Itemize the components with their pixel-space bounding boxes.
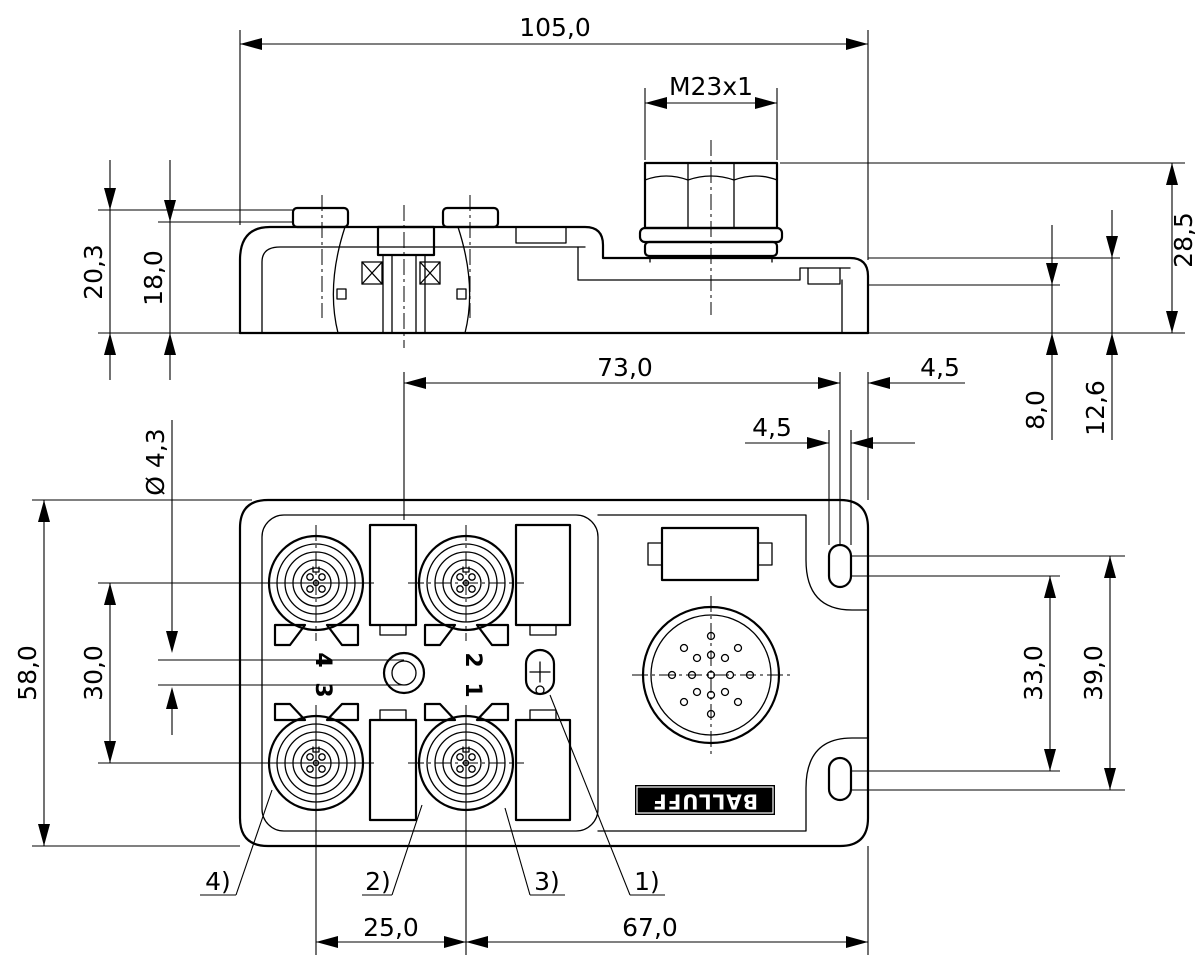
dim-thread: M23x1 <box>669 72 753 101</box>
dim-hole-diameter: Ø 4,3 <box>141 428 170 495</box>
callout-leaders <box>200 694 665 896</box>
ground-symbol-icon <box>524 648 556 696</box>
dim-body-width: 58,0 <box>13 645 42 701</box>
balluff-logo: BALLUFF <box>635 785 775 815</box>
port-number-2: 2 <box>460 652 485 667</box>
port-number-3: 3 <box>310 682 335 697</box>
callout-2: 2) <box>365 867 391 896</box>
dim-port-pitch-horizontal: 25,0 <box>363 913 419 942</box>
dimension-labels: 105,0 M23x1 20,3 18,0 28,5 8,0 12,6 73,0… <box>13 13 1198 942</box>
dim-side-height-body: 18,0 <box>139 250 168 306</box>
dim-hole-offset: 73,0 <box>597 353 653 382</box>
dim-flange-height: 8,0 <box>1021 390 1050 430</box>
dim-port-pitch-vertical: 30,0 <box>79 645 108 701</box>
m23-connector-face <box>632 596 792 754</box>
svg-text:BALLUFF: BALLUFF <box>652 790 758 814</box>
dim-flange-width-inner: 4,5 <box>752 413 792 442</box>
dim-slot-pitch: 33,0 <box>1019 645 1048 701</box>
dim-flange-width-top: 4,5 <box>920 353 960 382</box>
dim-slot-outer: 39,0 <box>1079 645 1108 701</box>
dim-side-height-total: 20,3 <box>79 244 108 300</box>
port-number-1: 1 <box>460 682 485 697</box>
side-view <box>238 140 870 348</box>
dim-flange-total: 12,6 <box>1081 380 1110 436</box>
dimension-lines <box>32 30 1185 955</box>
callout-1: 1) <box>634 867 660 896</box>
dim-connector-height: 28,5 <box>1169 212 1198 268</box>
callout-4: 4) <box>205 867 231 896</box>
callout-3: 3) <box>534 867 560 896</box>
dim-overall-length: 105,0 <box>519 13 591 42</box>
top-view: BALLUFF 4 2 3 1 <box>238 498 870 848</box>
dim-port-to-end: 67,0 <box>622 913 678 942</box>
